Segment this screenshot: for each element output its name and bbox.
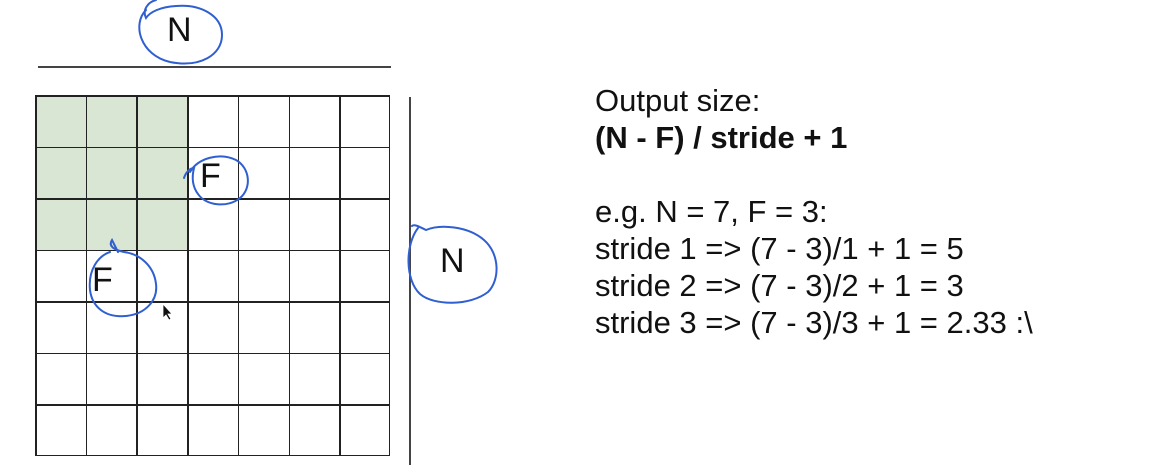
grid-cell	[136, 404, 187, 456]
grid-line-vertical	[35, 95, 37, 456]
grid-line-vertical	[388, 95, 390, 456]
grid-line-vertical	[187, 95, 189, 456]
grid-cell	[187, 404, 238, 456]
top-dimension-label: N	[167, 11, 192, 49]
grid-line-horizontal	[35, 301, 390, 303]
grid-cell	[187, 198, 238, 250]
output-size-heading: Output size:	[595, 83, 761, 118]
grid-cell	[238, 250, 289, 302]
grid-cell	[289, 301, 340, 353]
grid-cell	[339, 404, 390, 456]
grid-cell	[136, 353, 187, 405]
grid-cell	[86, 404, 137, 456]
grid-cell	[86, 353, 137, 405]
filter-cell	[85, 146, 137, 199]
formula-explanation: Output size: (N - F) / stride + 1 e.g. N…	[595, 82, 1170, 341]
grid-line-horizontal	[35, 146, 390, 149]
grid-cell	[86, 301, 137, 353]
grid-line-horizontal	[35, 249, 390, 252]
top-dimension-line	[38, 66, 391, 68]
grid-cell	[187, 250, 238, 302]
grid-cell	[35, 301, 86, 353]
filter-cell	[35, 198, 86, 250]
grid-cell	[238, 147, 289, 199]
grid-line-vertical	[237, 95, 240, 456]
filter-height-label: F	[92, 261, 113, 299]
filter-width-label: F	[200, 157, 221, 195]
example-stride-1: stride 1 => (7 - 3)/1 + 1 = 5	[595, 231, 964, 266]
grid-line-horizontal	[35, 95, 390, 97]
grid-cell	[238, 198, 289, 250]
grid-cell	[339, 147, 390, 199]
grid-line-vertical	[288, 95, 291, 456]
grid-cell	[238, 404, 289, 456]
grid-cell	[339, 95, 390, 147]
grid-cell	[35, 404, 86, 456]
filter-cell	[85, 95, 137, 147]
grid-line-vertical	[85, 95, 88, 456]
grid-line-horizontal	[35, 404, 390, 406]
grid-cell	[136, 301, 187, 353]
grid-cell	[289, 404, 340, 456]
output-size-formula: (N - F) / stride + 1	[595, 120, 848, 155]
example-header: e.g. N = 7, F = 3:	[595, 194, 828, 229]
grid-cell	[136, 250, 187, 302]
grid-line-vertical	[339, 95, 341, 456]
grid-cell	[289, 353, 340, 405]
right-dimension-label: N	[440, 242, 465, 280]
filter-cell	[136, 146, 188, 199]
grid-cell	[289, 95, 340, 147]
filter-cell	[136, 95, 188, 147]
grid-cell	[187, 353, 238, 405]
grid-cell	[238, 301, 289, 353]
grid-cell	[238, 95, 289, 147]
filter-cell	[35, 95, 86, 147]
filter-cell	[35, 146, 86, 199]
spacer	[595, 156, 1170, 193]
grid-cell	[339, 353, 390, 405]
grid-cell	[187, 95, 238, 147]
right-dimension-line	[409, 97, 411, 465]
grid-cell	[35, 353, 86, 405]
grid-line-horizontal	[35, 198, 390, 200]
grid-line-horizontal	[35, 454, 390, 456]
grid-cell	[238, 353, 289, 405]
input-grid	[35, 95, 390, 456]
grid-cell	[289, 147, 340, 199]
example-stride-3: stride 3 => (7 - 3)/3 + 1 = 2.33 :\	[595, 305, 1033, 340]
grid-cell	[289, 198, 340, 250]
grid-cell	[339, 198, 390, 250]
grid-line-horizontal	[35, 352, 390, 355]
grid-cell	[35, 250, 86, 302]
grid-cell	[339, 301, 390, 353]
grid-cell	[187, 301, 238, 353]
filter-cell	[136, 198, 188, 250]
grid-cell	[339, 250, 390, 302]
filter-cell	[85, 198, 137, 250]
example-stride-2: stride 2 => (7 - 3)/2 + 1 = 3	[595, 268, 964, 303]
grid-cell	[289, 250, 340, 302]
grid-line-vertical	[136, 95, 138, 456]
